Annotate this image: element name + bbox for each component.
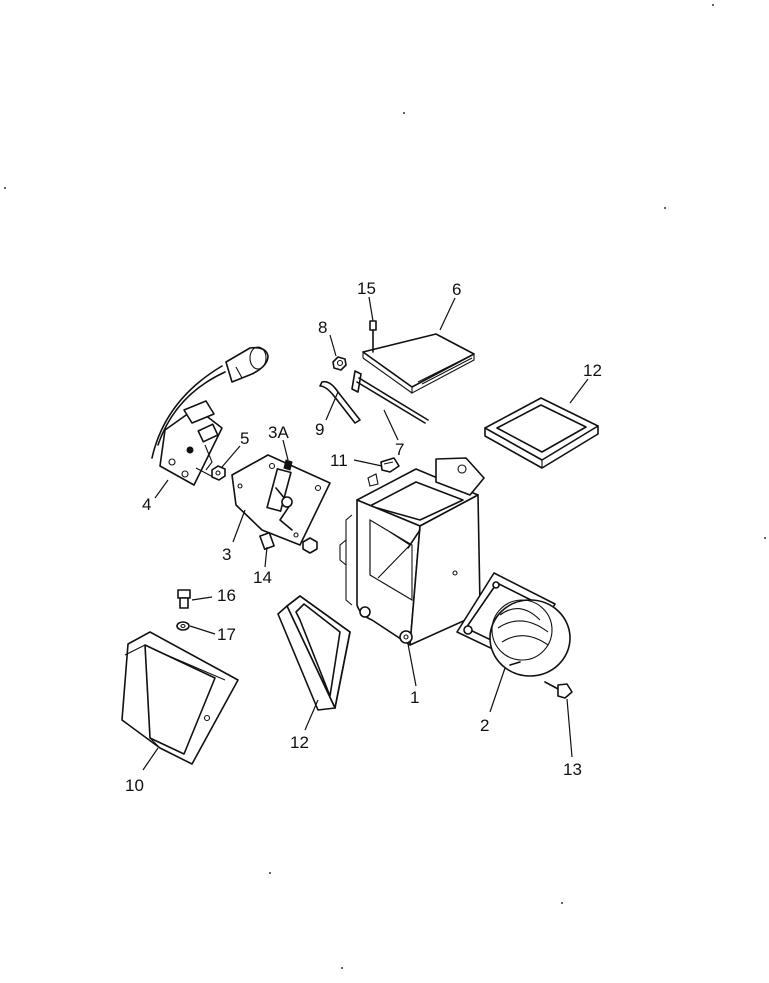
- callout-6: 6: [452, 280, 461, 299]
- part-7-rod: [351, 370, 429, 424]
- part-1-case: [339, 457, 485, 646]
- callout-7: 7: [395, 440, 404, 459]
- callout-5: 5: [240, 429, 249, 448]
- callout-8: 8: [318, 318, 327, 337]
- bracket-nut: [302, 537, 318, 554]
- part-14-screw: [259, 531, 275, 551]
- callout-14: 14: [253, 568, 272, 587]
- callout-labels: 15 6 8 12 9 7 3A 5 11 4 3 14 16 17 1 2 1…: [125, 279, 602, 795]
- part-15-screw: [369, 320, 377, 353]
- leader-lines: [142, 296, 589, 771]
- part-2-blower: [456, 572, 571, 677]
- callout-16: 16: [217, 586, 236, 605]
- callout-4: 4: [142, 495, 151, 514]
- part-11-clip: [367, 457, 400, 487]
- callout-3a: 3A: [268, 423, 289, 442]
- part-3-bracket: [231, 454, 331, 546]
- callout-3: 3: [222, 545, 231, 564]
- callout-1: 1: [410, 688, 419, 707]
- part-12-gasket-upper: [484, 397, 599, 469]
- callout-12-lower: 12: [290, 733, 309, 752]
- part-16-bolt: [177, 589, 191, 609]
- part-6-filter: [362, 333, 475, 394]
- part-17-washer: [176, 621, 190, 631]
- part-5-nut: [211, 465, 226, 481]
- callout-15: 15: [357, 279, 376, 298]
- scan-specks: [4, 4, 766, 969]
- callout-11: 11: [330, 451, 348, 470]
- callout-10: 10: [125, 776, 144, 795]
- callout-2: 2: [480, 716, 489, 735]
- part-8-nut: [332, 356, 347, 371]
- part-4-motor: [151, 346, 269, 486]
- part-13-bolt: [544, 681, 573, 699]
- callout-17: 17: [217, 625, 236, 644]
- callout-13: 13: [563, 760, 582, 779]
- part-12-gasket-lower: [277, 595, 351, 711]
- part-9-link: [319, 380, 361, 424]
- callout-12-upper: 12: [583, 361, 602, 380]
- callout-9: 9: [315, 420, 324, 439]
- part-10-cover: [121, 631, 239, 765]
